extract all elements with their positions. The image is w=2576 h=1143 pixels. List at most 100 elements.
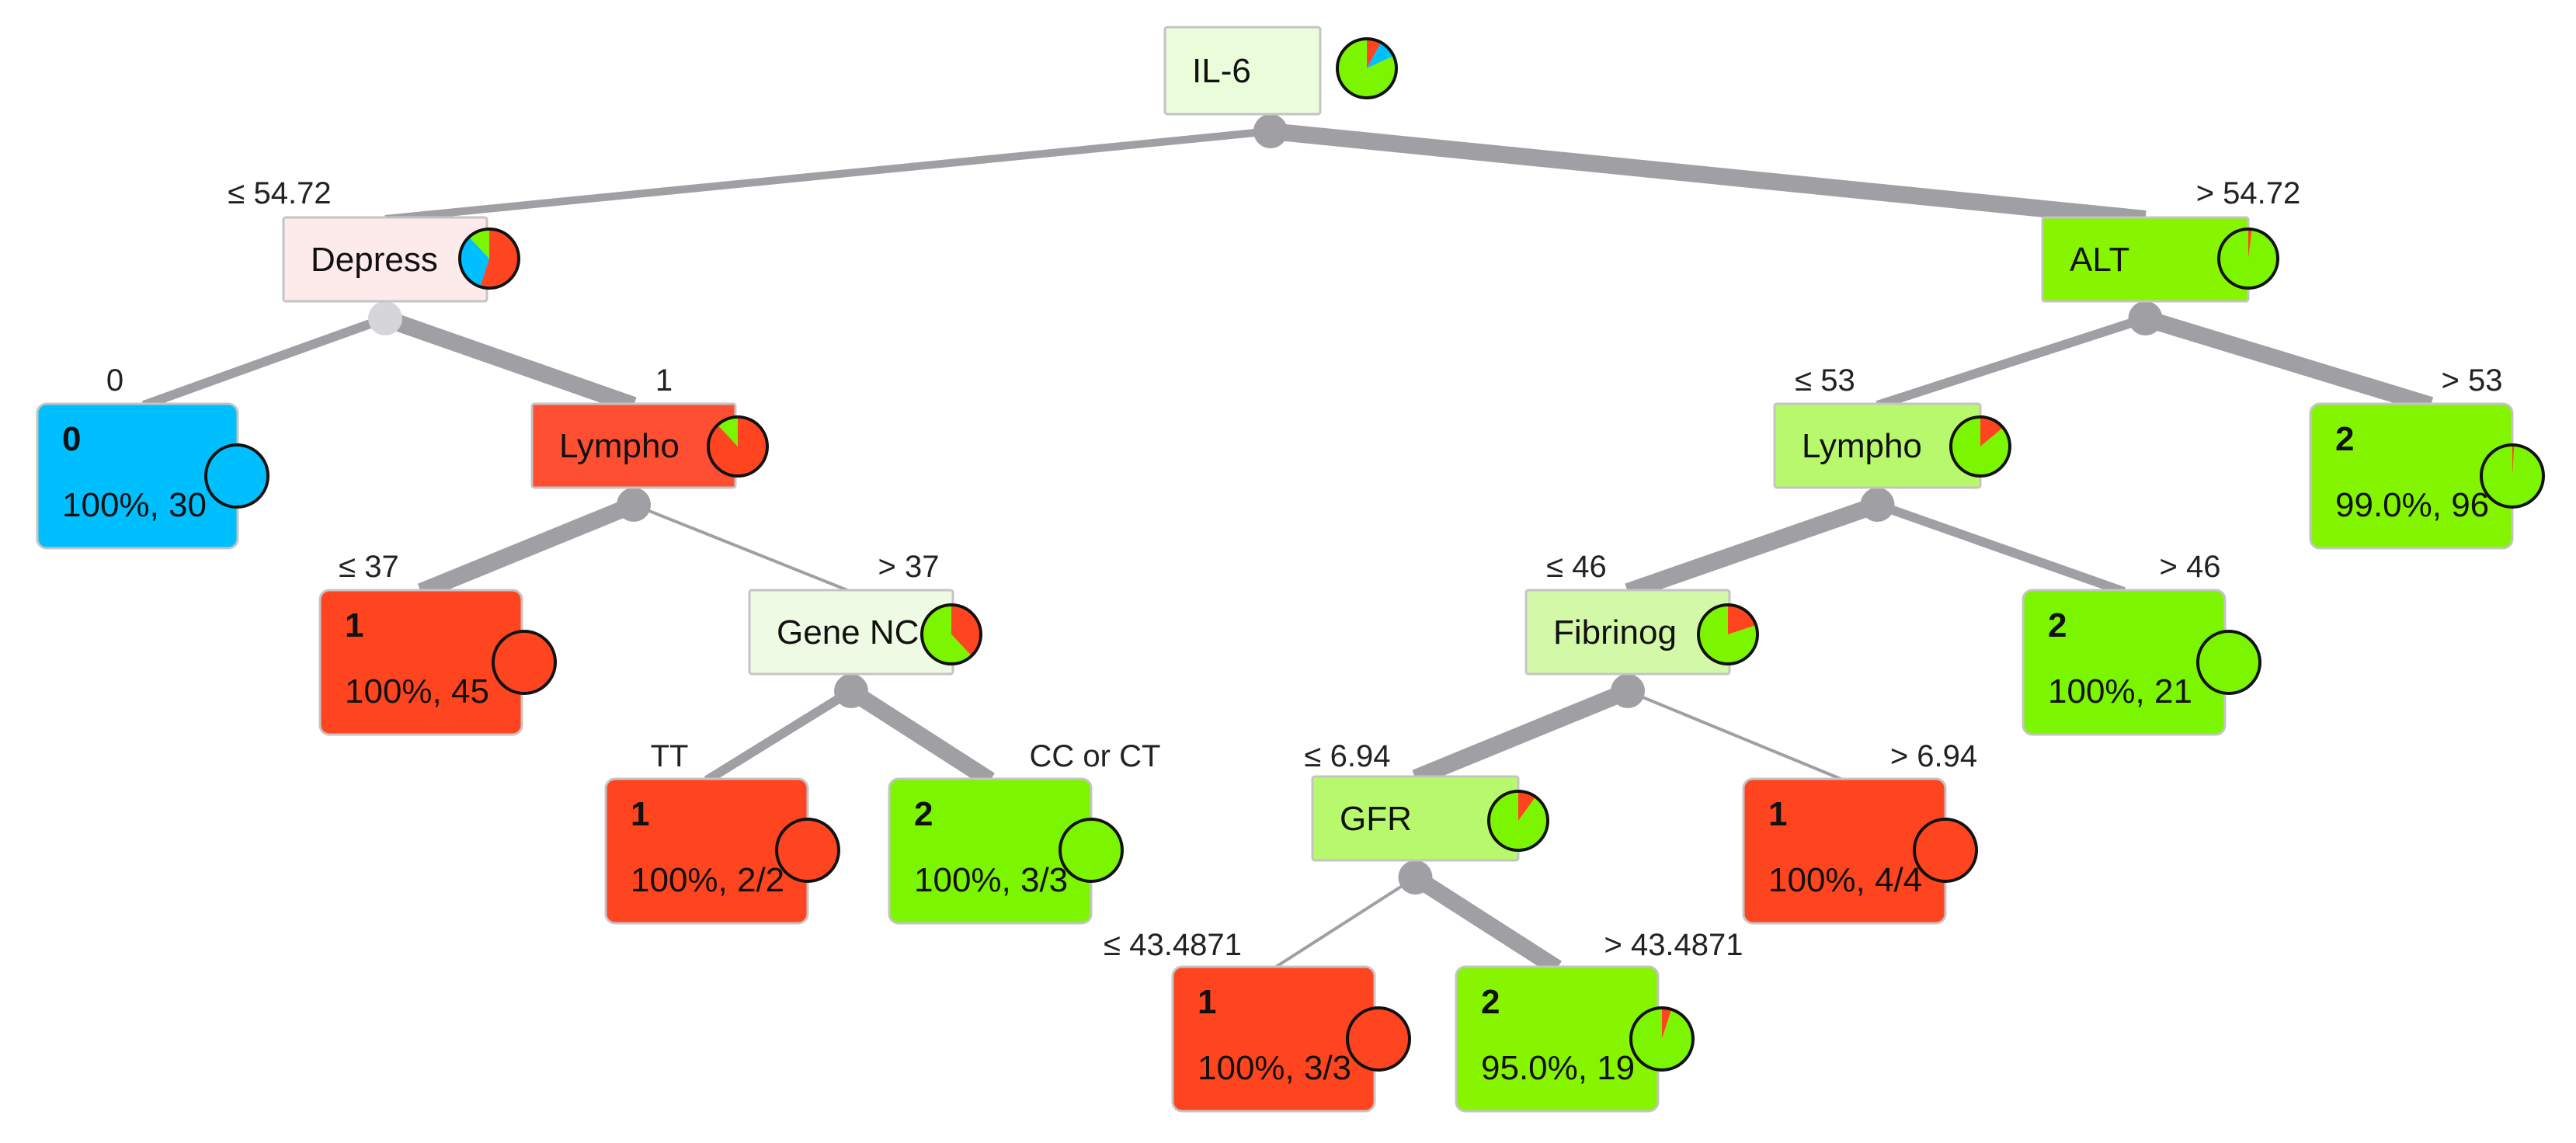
leaf-class-label: 1: [631, 795, 649, 833]
leaf-stat-label: 95.0%, 19: [1481, 1049, 1635, 1087]
edge-e8: [846, 683, 995, 788]
pie-slice: [1951, 417, 2011, 476]
leaf-class-label: 2: [2048, 606, 2067, 644]
pie-outline: [492, 630, 557, 695]
edge-label: > 6.94: [1890, 739, 1977, 773]
class-distribution-pie: [1346, 1006, 1411, 1072]
leaf-class-label: 2: [1481, 983, 1500, 1021]
pie-slice: [1518, 791, 1536, 821]
edge-e6: [633, 503, 852, 593]
leaf-node[interactable]: 2 95.0%, 19: [1455, 965, 1695, 1113]
split-node[interactable]: IL-6: [1163, 26, 1398, 116]
pie-outline: [204, 443, 269, 509]
leaf-class-label: 2: [2335, 420, 2354, 458]
split-feature-label: IL-6: [1192, 52, 1251, 90]
pie-slice: [2512, 445, 2515, 476]
split-node[interactable]: Fibrinog: [1524, 589, 1759, 676]
edge-label: > 46: [2160, 550, 2221, 584]
class-distribution-pie: [1697, 603, 1759, 665]
edge-label: > 37: [878, 550, 940, 584]
leaf-class-label: 1: [1768, 795, 1787, 833]
edge-e12: [1876, 500, 2126, 596]
leaf-class-label: 0: [62, 420, 81, 458]
leaf-node[interactable]: 1 100%, 4/4: [1742, 777, 1978, 925]
split-node[interactable]: GFR: [1311, 775, 1549, 862]
pie-slice: [717, 417, 738, 446]
pie-slice: [1631, 1008, 1694, 1070]
split-node[interactable]: Lympho: [1773, 402, 2011, 489]
edge-label: > 53: [2442, 363, 2503, 398]
split-node[interactable]: Gene NC: [748, 589, 982, 676]
junction-dot: [617, 488, 651, 522]
split-feature-label: Fibrinog: [1553, 613, 1677, 651]
edge-label: CC or CT: [1030, 739, 1161, 773]
edge-e1: [384, 127, 1271, 223]
leaf-stat-label: 100%, 45: [345, 672, 489, 710]
split-node[interactable]: ALT: [2041, 216, 2279, 303]
pie-slice: [493, 631, 555, 693]
leaf-stat-label: 100%, 30: [62, 486, 207, 524]
pie-slice: [921, 605, 972, 664]
junction-dot: [1860, 488, 1895, 522]
edge-label: ≤ 43.4871: [1104, 928, 1242, 962]
class-distribution-pie: [1949, 415, 2011, 478]
junction-dot: [834, 674, 868, 708]
edge-e5: [417, 496, 638, 600]
leaf-stat-label: 99.0%, 96: [2335, 486, 2489, 524]
pie-slice: [1698, 605, 1757, 664]
junction-dot: [1398, 860, 1433, 895]
split-feature-label: Lympho: [1802, 427, 1922, 465]
split-feature-label: GFR: [1340, 800, 1412, 838]
pie-outline: [2217, 228, 2279, 290]
class-distribution-pie: [707, 415, 769, 478]
class-distribution-pie: [1487, 790, 1549, 852]
pie-outline: [775, 818, 840, 883]
class-distribution-pie: [204, 443, 269, 509]
pie-outline: [1336, 37, 1398, 99]
pie-slice: [1060, 819, 1122, 881]
class-distribution-pie: [920, 603, 982, 665]
pie-slice: [1488, 791, 1548, 851]
edge-e10: [2143, 310, 2434, 414]
split-feature-label: Depress: [311, 241, 438, 279]
leaf-stat-label: 100%, 21: [2048, 672, 2192, 710]
pie-outline: [920, 603, 982, 665]
leaf-node[interactable]: 1 100%, 2/2: [604, 777, 840, 925]
edge-e2: [1269, 123, 2147, 228]
edge-e3: [141, 314, 388, 410]
split-node-box: [1163, 26, 1322, 116]
split-node[interactable]: Depress: [282, 216, 520, 303]
pie-slice: [1980, 417, 2004, 446]
leaf-node[interactable]: 2 100%, 21: [2022, 589, 2261, 736]
pie-slice: [1662, 1008, 1672, 1039]
edge-e9: [1876, 314, 2147, 410]
leaf-stat-label: 100%, 2/2: [631, 861, 784, 899]
edge-label: ≤ 54.72: [228, 176, 331, 210]
edge-e4: [382, 310, 637, 414]
edge-label: TT: [651, 739, 689, 773]
edge-label: > 43.4871: [1604, 928, 1743, 962]
pie-slice: [1367, 39, 1382, 68]
split-feature-label: ALT: [2070, 241, 2129, 279]
pie-slice: [1914, 819, 1976, 881]
pie-slice: [2481, 445, 2544, 508]
leaf-node[interactable]: 0 100%, 30: [36, 402, 269, 550]
class-distribution-pie: [2217, 228, 2279, 290]
leaf-node[interactable]: 2 99.0%, 96: [2309, 402, 2545, 550]
edge-label: 1: [655, 363, 673, 398]
pie-outline: [1059, 818, 1124, 883]
edge-label: 0: [106, 363, 123, 398]
class-distribution-pie: [1913, 818, 1978, 883]
leaf-class-label: 1: [1198, 983, 1216, 1021]
pie-slice: [1337, 39, 1397, 98]
split-node[interactable]: Lympho: [530, 402, 769, 489]
pie-outline: [458, 228, 520, 290]
leaf-stat-label: 100%, 4/4: [1768, 861, 1922, 899]
pie-outline: [1487, 790, 1549, 852]
edge-label: > 54.72: [2196, 176, 2301, 210]
edge-e7: [704, 686, 854, 785]
